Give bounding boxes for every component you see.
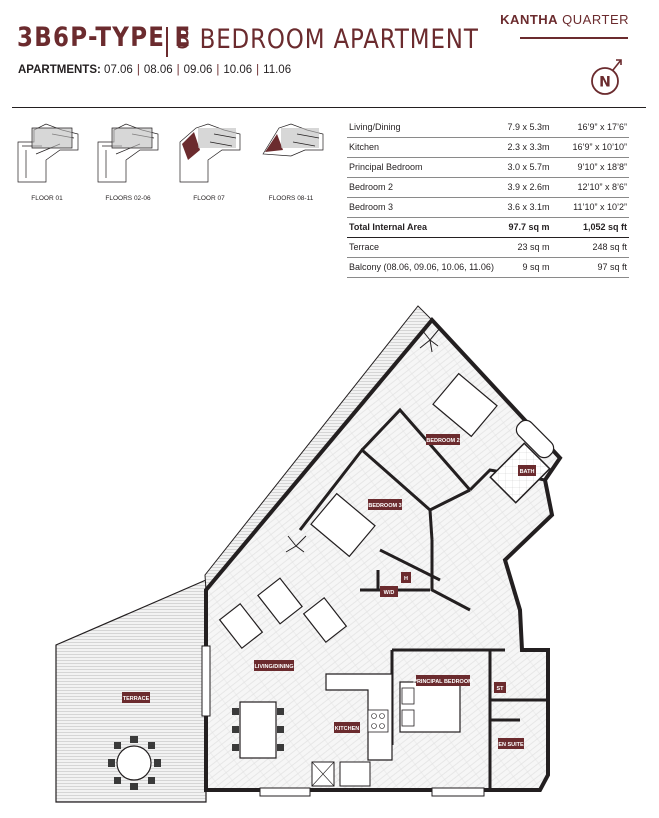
apartments-list: APARTMENTS: 07.06|08.06|09.06|10.06|11.0… <box>18 64 291 76</box>
label-kitchen: KITCHEN <box>335 726 359 732</box>
apt-separator: | <box>216 64 220 76</box>
apartment-number: 07.06 <box>104 64 133 76</box>
kitchen-counter <box>325 673 393 761</box>
north-arrow-icon: N <box>591 59 622 95</box>
apartment-number: 09.06 <box>183 64 213 76</box>
key-plan-label: FLOORS 08-11 <box>268 195 314 202</box>
room-metric: 3.6 x 3.1m <box>495 197 552 218</box>
key-plan-label: FLOORS 02-06 <box>105 195 151 202</box>
room-metric: 23 sq m <box>495 237 552 258</box>
page-title-code: 3B6P-TYPE E <box>17 22 192 53</box>
label-wd: W/D <box>384 590 395 596</box>
interior-walls <box>298 407 548 790</box>
label-st: ST <box>496 686 504 692</box>
page-title-description: 3 BEDROOM APARTMENT <box>176 24 479 55</box>
bed-bedroom-3 <box>310 492 376 558</box>
apartments-label: APARTMENTS: <box>18 64 101 76</box>
key-plan-floor-01 <box>17 123 79 183</box>
room-name: Living/Dining <box>347 118 496 138</box>
label-bath: BATH <box>520 469 535 475</box>
room-metric: 97.7 sq m <box>495 217 552 238</box>
room-imperial: 16’9” x 17’6” <box>551 118 629 138</box>
title-divider <box>166 27 168 57</box>
room-imperial: 11’10” x 10’2” <box>551 197 629 218</box>
room-name: Principal Bedroom <box>347 157 496 178</box>
key-plan-floor-07 <box>179 123 241 183</box>
apt-separator: | <box>256 64 260 76</box>
apartment-number: 11.06 <box>263 64 292 76</box>
header-rule <box>12 107 646 108</box>
room-name: Bedroom 3 <box>347 197 496 218</box>
brand-rest: QUARTER <box>558 12 629 27</box>
key-plans <box>17 123 324 183</box>
room-imperial: 97 sq ft <box>551 257 629 278</box>
room-name: Balcony (08.06, 09.06, 10.06, 11.06) <box>347 257 496 278</box>
apt-separator: | <box>176 64 180 76</box>
room-name: Kitchen <box>347 137 496 158</box>
north-label: N <box>599 75 611 91</box>
terrace-table <box>116 745 152 781</box>
apartment-outline <box>204 316 563 792</box>
key-plan-label: FLOOR 01 <box>31 195 63 202</box>
apt-separator: | <box>136 64 140 76</box>
floor-plan: BEDROOM 2 BATH BEDROOM 3 W/D H LIVING/DI… <box>55 305 563 803</box>
brand-logo: KANTHA QUARTER <box>500 12 629 27</box>
label-bedroom-2: BEDROOM 2 <box>426 438 459 444</box>
room-name: Bedroom 2 <box>347 177 496 198</box>
brand-bold: KANTHA <box>500 12 559 27</box>
key-plan-floors-08-11 <box>262 123 324 157</box>
dining-table <box>239 701 277 759</box>
label-terrace: TERRACE <box>123 696 150 702</box>
label-principal-bedroom: PRINCIPAL BEDROOM <box>413 679 473 685</box>
apartment-number: 10.06 <box>223 64 253 76</box>
room-metric: 9 sq m <box>495 257 552 278</box>
key-plan-label: FLOOR 07 <box>193 195 225 202</box>
brand-underline <box>520 37 628 39</box>
room-metric: 2.3 x 3.3m <box>495 137 552 158</box>
label-living-dining: LIVING/DINING <box>254 664 293 670</box>
room-metric: 3.9 x 2.6m <box>495 177 552 198</box>
terrace-area <box>55 579 207 803</box>
label-h: H <box>404 576 408 582</box>
room-imperial: 12’10” x 8’6” <box>551 177 629 198</box>
label-bedroom-3: BEDROOM 3 <box>368 503 401 509</box>
room-imperial: 1,052 sq ft <box>551 217 629 238</box>
room-name: Total Internal Area <box>347 217 496 238</box>
room-name: Terrace <box>347 237 496 258</box>
label-en-suite: EN SUITE <box>498 742 524 748</box>
key-plan-floors-02-06 <box>97 123 159 183</box>
room-metric: 7.9 x 5.3m <box>495 118 552 138</box>
area-row: Balcony (08.06, 09.06, 10.06, 11.06)9 sq… <box>347 257 629 278</box>
room-metric: 3.0 x 5.7m <box>495 157 552 178</box>
apartment-number: 08.06 <box>143 64 173 76</box>
bed-bedroom-2 <box>432 372 498 438</box>
room-imperial: 9’10” x 18’8” <box>551 157 629 178</box>
room-labels: BEDROOM 2 BATH BEDROOM 3 W/D H LIVING/DI… <box>122 434 536 749</box>
room-imperial: 16’9” x 10’10” <box>551 137 629 158</box>
room-imperial: 248 sq ft <box>551 237 629 258</box>
